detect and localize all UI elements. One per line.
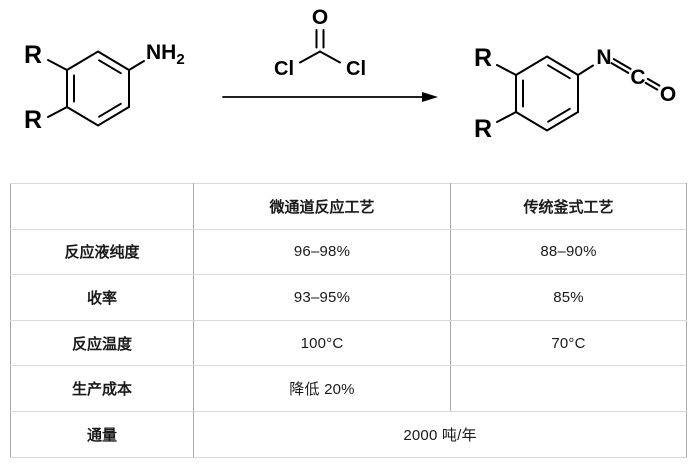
product-c-label: C xyxy=(630,66,645,89)
reactant-amine-label: NH2 xyxy=(146,41,185,68)
table-row-yield: 收率 93–95% 85% xyxy=(10,274,687,321)
reactant-r-bottom-label: R xyxy=(24,106,42,134)
row-label: 反应温度 xyxy=(10,319,194,367)
row-label: 反应液纯度 xyxy=(10,228,194,276)
reaction-arrow xyxy=(222,92,438,102)
process-comparison-table: 微通道反应工艺 传统釜式工艺 反应液纯度 96–98% 88–90% 收率 93… xyxy=(10,183,687,458)
reagent-structure xyxy=(299,29,341,64)
benzene-ring xyxy=(515,55,579,132)
arrow-head-icon xyxy=(422,92,438,102)
row-label: 收率 xyxy=(10,274,194,321)
bond-to-r-bottom xyxy=(496,111,517,123)
table-header-row: 微通道反应工艺 传统釜式工艺 xyxy=(10,183,687,230)
value-trad: 70°C xyxy=(450,319,687,367)
double-bond xyxy=(547,64,571,80)
double-bond xyxy=(547,107,571,123)
table-row-cost: 生产成本 降低 20% xyxy=(10,365,687,412)
bond-to-amine xyxy=(128,60,145,71)
bond-to-r-top xyxy=(496,64,517,76)
table-row-purity: 反应液纯度 96–98% 88–90% xyxy=(10,228,687,276)
column-header-traditional: 传统釜式工艺 xyxy=(450,183,687,230)
reagent-cl-left-label: Cl xyxy=(274,58,294,80)
row-label: 生产成本 xyxy=(10,365,194,412)
value-trad xyxy=(450,365,687,412)
column-header-microchannel: 微通道反应工艺 xyxy=(193,183,451,230)
product-structure xyxy=(496,55,661,132)
corner-cell xyxy=(10,183,194,230)
product-r-bottom-label: R xyxy=(474,115,492,143)
reactant-structure xyxy=(47,50,145,127)
c-o-double-bond xyxy=(644,81,659,91)
n-c-double-bond xyxy=(612,58,632,70)
bond-to-n xyxy=(577,64,594,76)
value-micro: 96–98% xyxy=(193,228,451,276)
row-label: 通量 xyxy=(10,410,194,458)
reagent-o-label: O xyxy=(312,6,328,29)
double-bond xyxy=(98,102,122,118)
reaction-scheme: R R NH2 O Cl Cl R R N C O xyxy=(0,0,694,180)
bond-to-r-bottom xyxy=(47,106,68,118)
product-r-top-label: R xyxy=(474,44,492,72)
n-c-double-bond xyxy=(610,62,630,74)
value-micro: 100°C xyxy=(193,319,451,367)
c-o-double-bond xyxy=(646,77,661,87)
value-merged: 2000 吨/年 xyxy=(193,410,687,458)
reactant-r-top-label: R xyxy=(24,41,42,69)
value-trad: 88–90% xyxy=(450,228,687,276)
table-row-temperature: 反应温度 100°C 70°C xyxy=(10,319,687,367)
value-trad: 85% xyxy=(450,274,687,321)
bond-to-cl-left xyxy=(299,50,321,64)
product-o-label: O xyxy=(660,83,676,106)
value-micro: 降低 20% xyxy=(193,365,451,412)
product-n-label: N xyxy=(596,46,611,69)
bond-to-r-top xyxy=(47,59,68,71)
value-micro: 93–95% xyxy=(193,274,451,321)
reagent-cl-right-label: Cl xyxy=(346,58,366,80)
table-row-throughput: 通量 2000 吨/年 xyxy=(10,410,687,458)
double-bond xyxy=(98,59,122,75)
bond-to-cl-right xyxy=(319,50,341,64)
benzene-ring xyxy=(66,50,130,127)
reaction-scheme-svg: R R NH2 O Cl Cl R R N C O xyxy=(24,6,676,143)
